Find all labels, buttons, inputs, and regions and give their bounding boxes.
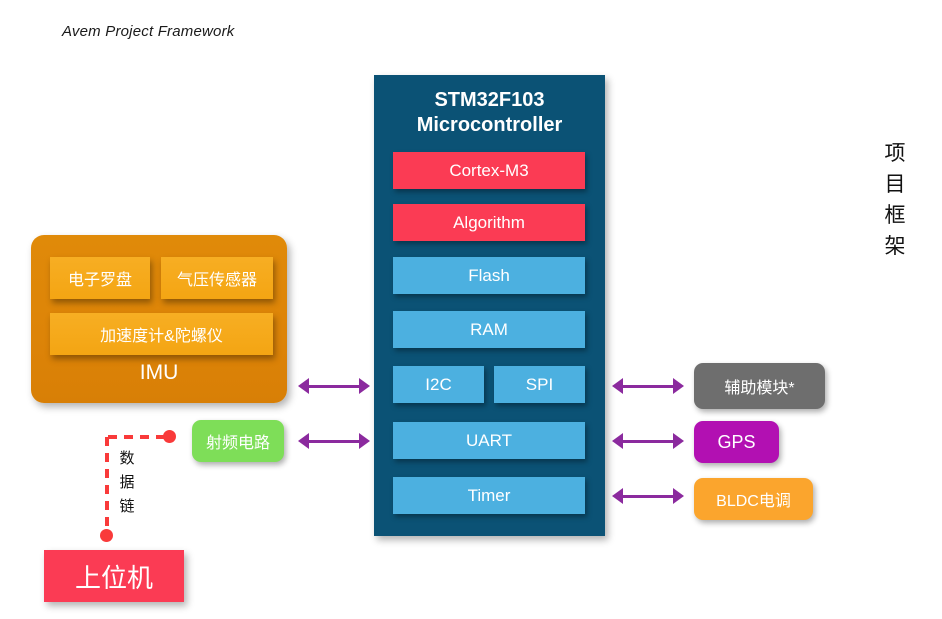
datalink-endpoint-dot-top: [163, 430, 176, 443]
datalink-label: 数 据 链: [114, 447, 140, 519]
arrow-head-right-icon: [673, 378, 684, 394]
mcu-block-ram[interactable]: RAM: [393, 311, 585, 348]
arrow-head-left-icon: [298, 378, 309, 394]
side-label-char-1: 目: [884, 173, 906, 196]
arrow-head-right-icon: [359, 378, 370, 394]
connector-timer-to-bldc: [612, 487, 684, 505]
arrow-shaft: [621, 440, 675, 443]
arrow-shaft: [621, 495, 675, 498]
arrow-head-left-icon: [612, 433, 623, 449]
imu-sensor-barometer[interactable]: 气压传感器: [161, 257, 273, 299]
arrow-head-right-icon: [673, 488, 684, 504]
datalink-label-char-0: 数: [119, 450, 135, 467]
arrow-head-left-icon: [298, 433, 309, 449]
side-label-char-2: 框: [884, 204, 906, 227]
imu-group: 电子罗盘 气压传感器 加速度计&陀螺仪 IMU: [31, 235, 287, 403]
datalink-dashed-horizontal: [108, 435, 166, 439]
side-vertical-label: 项 目 框 架: [879, 138, 911, 262]
arrow-head-left-icon: [612, 488, 623, 504]
peripheral-aux-module[interactable]: 辅助模块*: [694, 363, 825, 409]
side-label-char-3: 架: [884, 235, 906, 258]
mcu-block-uart[interactable]: UART: [393, 422, 585, 459]
peripheral-gps[interactable]: GPS: [694, 421, 779, 463]
mcu-title-line2: Microcontroller: [416, 114, 563, 136]
peripheral-rf-circuit[interactable]: 射频电路: [192, 420, 284, 462]
connector-rf-to-uart: [298, 432, 370, 450]
page-title: Avem Project Framework: [62, 23, 235, 40]
side-label-char-0: 项: [884, 142, 906, 165]
mcu-block-spi[interactable]: SPI: [494, 366, 585, 403]
host-computer-block[interactable]: 上位机: [44, 550, 184, 602]
datalink-endpoint-dot-bottom: [100, 529, 113, 542]
imu-sensor-compass[interactable]: 电子罗盘: [50, 257, 150, 299]
arrow-shaft: [621, 385, 675, 388]
datalink-label-char-2: 链: [119, 498, 135, 515]
connector-uart-to-gps: [612, 432, 684, 450]
mcu-block-flash[interactable]: Flash: [393, 257, 585, 294]
arrow-shaft: [307, 385, 361, 388]
arrow-head-right-icon: [673, 433, 684, 449]
arrow-shaft: [307, 440, 361, 443]
imu-group-label: IMU: [139, 361, 179, 384]
connector-mcu-to-aux: [612, 377, 684, 395]
mcu-block-cortex-m3[interactable]: Cortex-M3: [393, 152, 585, 189]
mcu-title: STM32F103 Microcontroller: [374, 88, 605, 138]
connector-imu-to-mcu: [298, 377, 370, 395]
mcu-block-timer[interactable]: Timer: [393, 477, 585, 514]
datalink-label-char-1: 据: [119, 474, 135, 491]
mcu-container: STM32F103 Microcontroller Cortex-M3 Algo…: [374, 75, 605, 536]
mcu-block-algorithm[interactable]: Algorithm: [393, 204, 585, 241]
imu-sensor-accel-gyro[interactable]: 加速度计&陀螺仪: [50, 313, 273, 355]
arrow-head-left-icon: [612, 378, 623, 394]
arrow-head-right-icon: [359, 433, 370, 449]
peripheral-bldc-esc[interactable]: BLDC电调: [694, 478, 813, 520]
mcu-block-i2c[interactable]: I2C: [393, 366, 484, 403]
mcu-title-line1: STM32F103: [434, 89, 545, 111]
datalink-dashed-vertical: [105, 437, 109, 534]
